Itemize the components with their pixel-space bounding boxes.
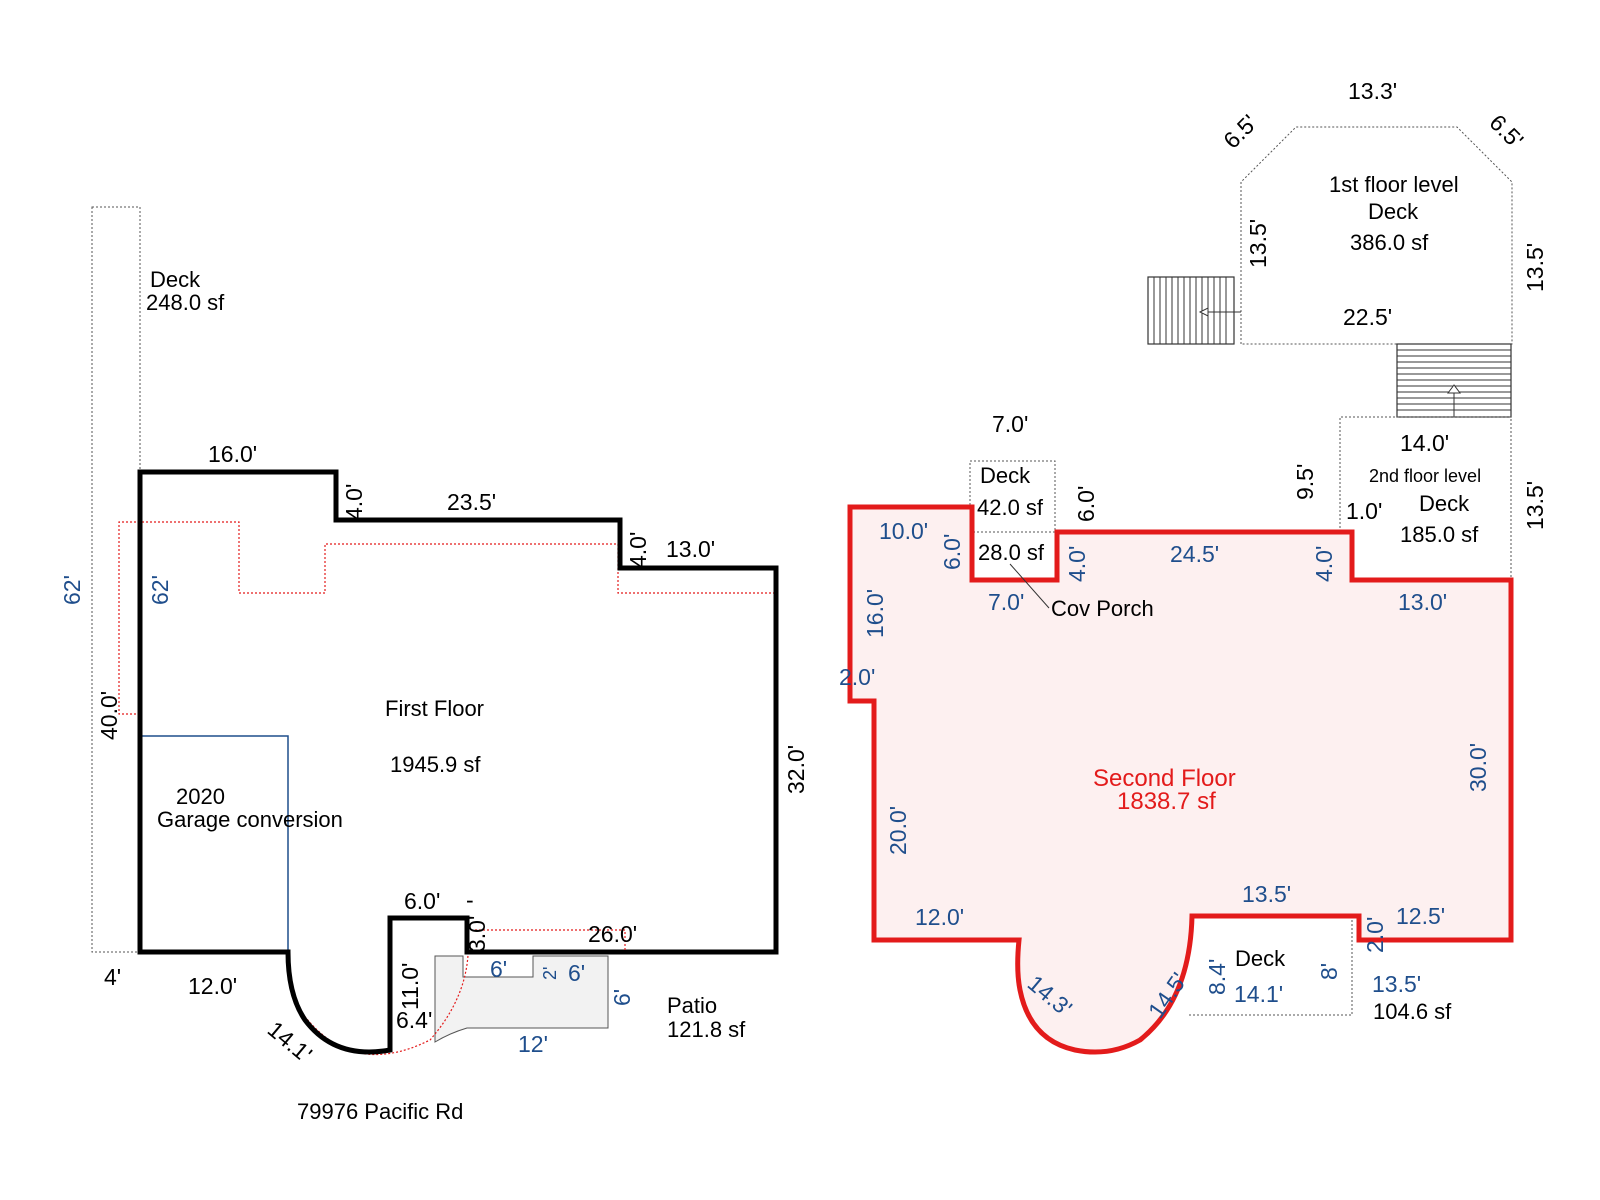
left-stair (1147, 276, 1241, 345)
dim-right: 32.0' (783, 745, 809, 794)
deck-2nd-line1: 2nd floor level (1369, 466, 1481, 486)
first-floor-walls (137, 469, 779, 1055)
dim-deck-bottom: 14.1' (1234, 981, 1283, 1007)
dim-top-right: 13.0' (666, 536, 715, 562)
dim-right-step: 4.0' (1311, 546, 1337, 582)
dim-small-deck-side: 6.0' (1073, 486, 1099, 522)
porch-name: Cov Porch (1051, 596, 1154, 621)
dim-bottom-step: 2.0' (1362, 917, 1388, 953)
dim-top-run: 24.5' (1170, 541, 1219, 567)
dim-patio-12: 12' (518, 1031, 548, 1057)
dim-left-notch: 6.0' (939, 534, 965, 570)
deck-bottom-area: 104.6 sf (1373, 999, 1452, 1024)
patio-area (434, 955, 609, 1043)
dim-deck2-small: 1.0' (1346, 498, 1382, 524)
right-stair (1396, 343, 1512, 418)
deck-small-area: 42.0 sf (977, 495, 1044, 520)
deck-small-name: Deck (980, 463, 1031, 488)
patio-area-label: 121.8 sf (667, 1017, 746, 1042)
small-deck (969, 460, 1056, 533)
dim-deck-right: 8' (1316, 963, 1342, 980)
patio-dotted-line (475, 929, 626, 950)
dim-patio-6a: 6' (490, 956, 507, 982)
dim-bottom-right: 26.0' (588, 921, 637, 947)
garage-year: 2020 (176, 784, 225, 809)
dim-bottom-left: 12.0' (188, 973, 237, 999)
address-label: 79976 Pacific Rd (297, 1099, 463, 1124)
deck-2nd-line2: Deck (1419, 491, 1470, 516)
dim-oct-diag-right: 6.5' (1484, 109, 1528, 153)
garage-name: Garage conversion (157, 807, 343, 832)
dim-deck2-left: 9.5' (1292, 464, 1318, 500)
deck-name: Deck (150, 267, 201, 292)
dim-oct-bottom: 22.5' (1343, 304, 1392, 330)
first-level-deck-octagon (1240, 126, 1513, 345)
dim-top-mid: 23.5' (447, 489, 496, 515)
dim-notch-dash: - (466, 887, 474, 913)
dim-porch-bottom: 7.0' (988, 589, 1024, 615)
dim-notch-top: 6.0' (404, 888, 440, 914)
dim-patio-2: 2' (540, 967, 560, 980)
first-floor-area: 1945.9 sf (390, 752, 481, 777)
dim-right-top: 13.0' (1398, 589, 1447, 615)
second-floor-area: 1838.7 sf (1117, 788, 1216, 815)
dim-bottom-left: 12.0' (915, 904, 964, 930)
dim-deck2-top: 14.0' (1400, 430, 1449, 456)
dim-bottom-right: 12.5' (1396, 903, 1445, 929)
deck-area: 248.0 sf (146, 290, 225, 315)
dim-oct-left: 13.5' (1245, 219, 1271, 268)
dim-left-2: 2.0' (839, 664, 875, 690)
deck-2nd-area: 185.0 sf (1400, 522, 1479, 547)
dim-left-20: 20.0' (885, 806, 911, 855)
dim-left-40: 40.0' (96, 691, 122, 740)
dim-top-left: 16.0' (208, 441, 257, 467)
dim-step2: 4.0' (625, 532, 651, 568)
dim-left-16: 16.0' (862, 589, 888, 638)
dim-left-top: 10.0' (879, 518, 928, 544)
dim-deck-4: 4' (104, 964, 121, 990)
dim-notch-side: 3.0' (464, 916, 490, 952)
patio-name: Patio (667, 993, 717, 1018)
deck-top-line2: Deck (1368, 199, 1419, 224)
dim-step1: 4.0' (341, 484, 367, 520)
dim-blue-62-outer: 62' (59, 575, 85, 605)
second-floor-title: Second Floor (1093, 765, 1236, 792)
first-floor-plan: Deck 248.0 sf First Floor 1945.9 sf 2020… (59, 206, 809, 1124)
dim-deck-side: 8.4' (1204, 959, 1230, 995)
second-floor-outline (847, 504, 1514, 1055)
dim-deck-width: 13.5' (1372, 971, 1421, 997)
dim-right-30: 30.0' (1465, 743, 1491, 792)
porch-leader (1009, 563, 1050, 609)
dim-deck2-right: 13.5' (1522, 481, 1548, 530)
dim-notch-height: 11.0' (397, 963, 423, 1010)
dim-oct-diag-left: 6.5' (1218, 109, 1262, 153)
dim-blue-62-inner: 62' (147, 575, 173, 605)
deck-top-area: 386.0 sf (1350, 230, 1429, 255)
dim-oct-right: 13.5' (1522, 243, 1548, 292)
second-floor-plan: Second Floor 1838.7 sf 1st floor level D… (839, 78, 1548, 1055)
first-floor-deck (91, 206, 141, 953)
dim-patio-6b: 6' (568, 960, 585, 986)
deck-top-line1: 1st floor level (1329, 172, 1459, 197)
dim-oct-top: 13.3' (1348, 78, 1397, 104)
dim-small-deck-top: 7.0' (992, 411, 1028, 437)
dim-patio-6c: 6' (609, 989, 635, 1006)
dim-bottom-mid: 13.5' (1242, 881, 1291, 907)
second-level-deck (1339, 416, 1512, 580)
dim-porch-side: 4.0' (1064, 546, 1090, 582)
dim-arc-small: 6.4' (396, 1007, 432, 1033)
first-floor-title: First Floor (385, 696, 484, 721)
deck-bottom-name: Deck (1235, 946, 1286, 971)
garage-conversion-outline (140, 735, 289, 952)
porch-area: 28.0 sf (978, 540, 1045, 565)
